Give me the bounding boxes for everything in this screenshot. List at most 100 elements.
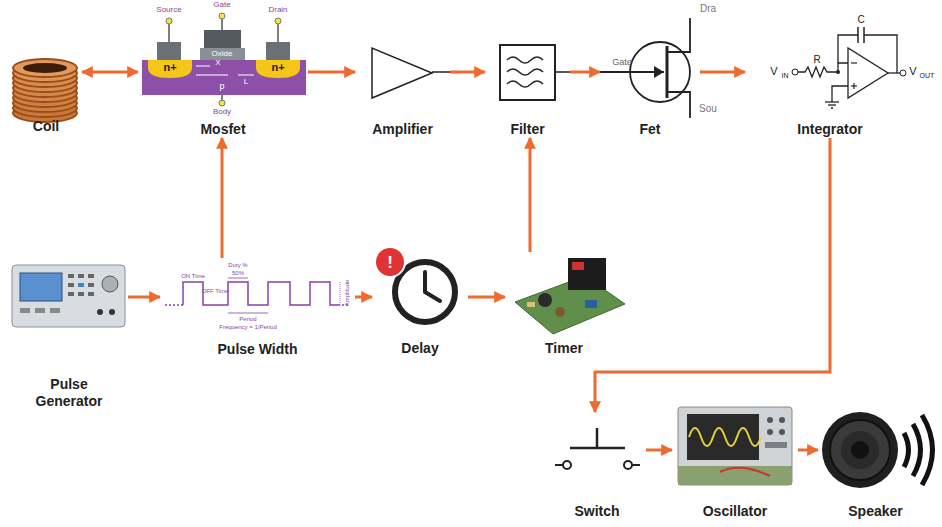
annotation-label: ON Time [181,273,205,279]
integrator-circuit-part [853,83,854,89]
flow-arrow [570,71,600,74]
pulse-generator-picture-part [20,273,62,301]
timer-board-picture-part [585,300,597,308]
pulse-generator-picture-part [68,283,74,287]
flow-arrow [529,138,532,252]
component-label: Mosfet [200,121,245,138]
integrator-circuit-part [828,104,836,105]
annotation-label: p [219,82,224,91]
pulse-generator-picture-part [78,292,84,296]
flow-arrow [221,138,224,258]
mosfet-picture-part [196,75,228,76]
filter-symbol-part [500,45,555,100]
annotation-label: L [244,78,248,86]
speaker-picture-part [913,424,921,476]
flow-arrow [700,71,745,74]
speaker-picture-part [830,420,890,480]
integrator-circuit-part [832,86,848,102]
component-node: Speaker [818,400,933,520]
annotation-label: Dra [700,4,716,14]
oscilloscope-picture-part [767,417,773,423]
component-label: Delay [401,340,438,357]
component-label: Coil [33,118,59,135]
speaker-picture-part [922,415,933,485]
mosfet-picture-part [221,19,223,30]
oscilloscope-picture-part [678,407,792,485]
integrator-circuit-part [900,70,906,76]
mosfet-picture-part [221,95,223,100]
pulse-waveform-part [228,278,248,279]
filter-symbol-part [507,81,543,87]
pulse-generator-picture-part [78,283,84,287]
annotation-label: OFF Time [202,288,229,294]
flow-arrow [595,138,830,412]
mosfet-picture-part [200,48,245,60]
pulse-waveform [165,278,350,313]
mosfet-picture-part [196,66,210,67]
flow-arrow [450,71,485,74]
annotation-label: Frequency = 1/Period [219,324,277,330]
integrator-circuit-part [863,27,865,43]
annotation-label: V [770,66,777,77]
component-label: Amplifier [372,121,433,138]
pulse-generator-picture-part [88,283,94,287]
amplifier-symbol-part [372,48,432,98]
mosfet-picture-part [168,24,170,42]
component-node: Coil [10,55,82,135]
annotation-label: ! [387,254,393,271]
annotation-label: V [909,66,916,77]
mosfet-picture-part [275,18,281,24]
timer-board-picture-part [572,262,584,270]
mosfet-picture-part [157,42,181,60]
annotation-label: Sou [699,104,717,114]
push-switch-symbol-part [596,428,599,448]
filter-symbol-part [507,57,543,63]
timer-board-picture-part [555,307,565,317]
integrator-circuit-part [851,62,857,63]
component-label: Switch [574,503,619,520]
mosfet-picture-part [142,60,306,95]
component-node: Fet [600,10,700,138]
component-label: Oscillator [703,503,768,520]
flow-arrow [355,296,372,299]
mosfet-picture-part [238,75,254,76]
timer-board-picture [515,258,625,334]
component-node: Amplifier [355,45,450,138]
integrator-circuit-part [836,70,840,74]
integrator-circuit-part [798,63,848,77]
mosfet-picture [142,13,306,106]
pulse-generator-picture-part [20,308,30,313]
mosfet-picture-part [219,13,225,19]
integrator-circuit-part [888,72,900,73]
oscilloscope-picture-part [767,429,773,435]
pulse-generator-picture-part [88,274,94,278]
annotation-label: n+ [163,62,176,73]
component-node: Timer [505,252,623,357]
fet-symbol [600,18,690,118]
coil-picture [13,59,77,122]
component-node: Switch [548,412,646,520]
oscilloscope-picture [678,407,792,485]
flow-arrow [468,296,505,299]
component-label: Fet [640,121,661,138]
component-label: Integrator [797,121,862,138]
timer-board-picture-part [538,293,552,307]
timer-board-picture-part [527,302,535,307]
component-label: Speaker [848,503,902,520]
pulse-generator-picture-part [68,292,74,296]
pulse-generator-picture-part [88,292,94,296]
mosfet-picture-part [266,42,290,60]
component-node: Oscillator [672,402,798,520]
flow-arrow [128,296,160,299]
component-node: Filter [485,42,570,138]
mosfet-picture-part [204,30,241,48]
annotation-label: X [215,59,220,67]
mosfet-picture-part [256,60,300,78]
pulse-generator-picture-part [97,309,103,315]
oscilloscope-picture-part [765,442,787,448]
annotation-label: n+ [271,62,284,73]
fet-symbol-part [667,18,690,52]
annotation-label: Oxide [212,50,233,58]
